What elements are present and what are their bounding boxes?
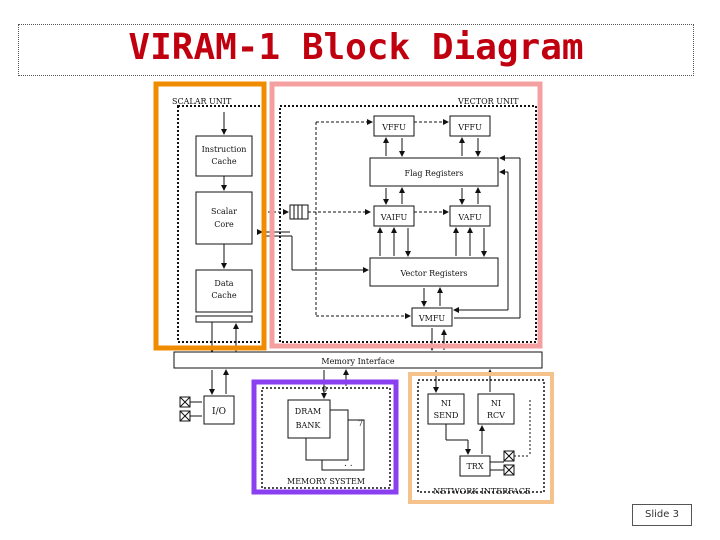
ni-rcv-label-1: NI bbox=[491, 399, 501, 408]
memory-system-highlight bbox=[251, 379, 399, 495]
vffu-1 bbox=[373, 115, 415, 137]
dram-bank-label-1: DRAM bbox=[295, 407, 321, 416]
network-interface-label: NETWORK INTERFACE bbox=[433, 487, 531, 496]
trx bbox=[459, 455, 491, 477]
data-cache-label-1: Data bbox=[214, 279, 233, 288]
dram-bank bbox=[287, 399, 331, 439]
title-box: VIRAM-1 Block Diagram bbox=[18, 24, 694, 76]
bank-index-first: 0 bbox=[322, 385, 327, 394]
ni-rcv bbox=[477, 393, 515, 425]
scalar-core-label-2: Core bbox=[214, 220, 234, 229]
ni-send-label-1: NI bbox=[441, 399, 451, 408]
data-cache bbox=[195, 269, 253, 313]
ni-rcv-label-2: RCV bbox=[487, 411, 505, 420]
instruction-cache-label-1: Instruction bbox=[202, 145, 247, 154]
vaifu bbox=[373, 205, 415, 227]
vector-unit-label: VECTOR UNIT bbox=[457, 97, 519, 106]
memory-system-label: MEMORY SYSTEM bbox=[287, 477, 365, 486]
ni-send-label-2: SEND bbox=[434, 411, 459, 420]
vmfu-label: VMFU bbox=[418, 314, 446, 323]
scalar-unit-highlight bbox=[153, 81, 267, 351]
io-label: I/O bbox=[212, 407, 226, 417]
vector-unit: VECTOR UNIT VFFU VFFU Flag Registers VAI… bbox=[257, 97, 537, 343]
bank-index-last: 7 bbox=[358, 419, 363, 428]
bank-ellipsis: . . bbox=[344, 459, 353, 469]
slide-title: VIRAM-1 Block Diagram bbox=[128, 27, 584, 68]
memory-system: MEMORY SYSTEM DRAM BANK 0 7 . . bbox=[261, 369, 391, 489]
instruction-cache-label-2: Cache bbox=[211, 157, 237, 166]
vaifu-label: VAIFU bbox=[380, 213, 408, 222]
ni-send bbox=[427, 393, 465, 425]
vector-registers-label: Vector Registers bbox=[399, 269, 467, 278]
instruction-cache bbox=[195, 135, 253, 177]
vffu-1-label: VFFU bbox=[381, 123, 406, 132]
slide-number: Slide 3 bbox=[632, 504, 692, 526]
network-interface: NETWORK INTERFACE NI SEND NI RCV TRX bbox=[417, 369, 545, 496]
scalar-core-label-1: Scalar bbox=[211, 207, 237, 216]
flag-registers bbox=[369, 157, 499, 187]
vector-unit-highlight bbox=[269, 81, 543, 349]
dram-bank-label-2: BANK bbox=[296, 421, 322, 430]
network-interface-highlight bbox=[408, 372, 554, 504]
memory-interface-label: Memory Interface bbox=[321, 357, 395, 366]
trx-label: TRX bbox=[466, 462, 483, 471]
queue-icon bbox=[263, 204, 371, 220]
vector-registers bbox=[369, 257, 499, 287]
flag-registers-label: Flag Registers bbox=[405, 169, 464, 178]
io-block: I/O bbox=[179, 369, 235, 425]
vffu-2-label: VFFU bbox=[457, 123, 482, 132]
vafu-label: VAFU bbox=[457, 213, 482, 222]
vafu bbox=[449, 205, 491, 227]
scalar-unit-label: SCALAR UNIT bbox=[172, 97, 232, 106]
scalar-unit: SCALAR UNIT Instruction Cache Scalar Cor… bbox=[172, 97, 264, 353]
scalar-core bbox=[195, 191, 253, 245]
vmfu bbox=[411, 307, 453, 327]
vffu-2 bbox=[449, 115, 491, 137]
data-cache-label-2: Cache bbox=[211, 291, 237, 300]
